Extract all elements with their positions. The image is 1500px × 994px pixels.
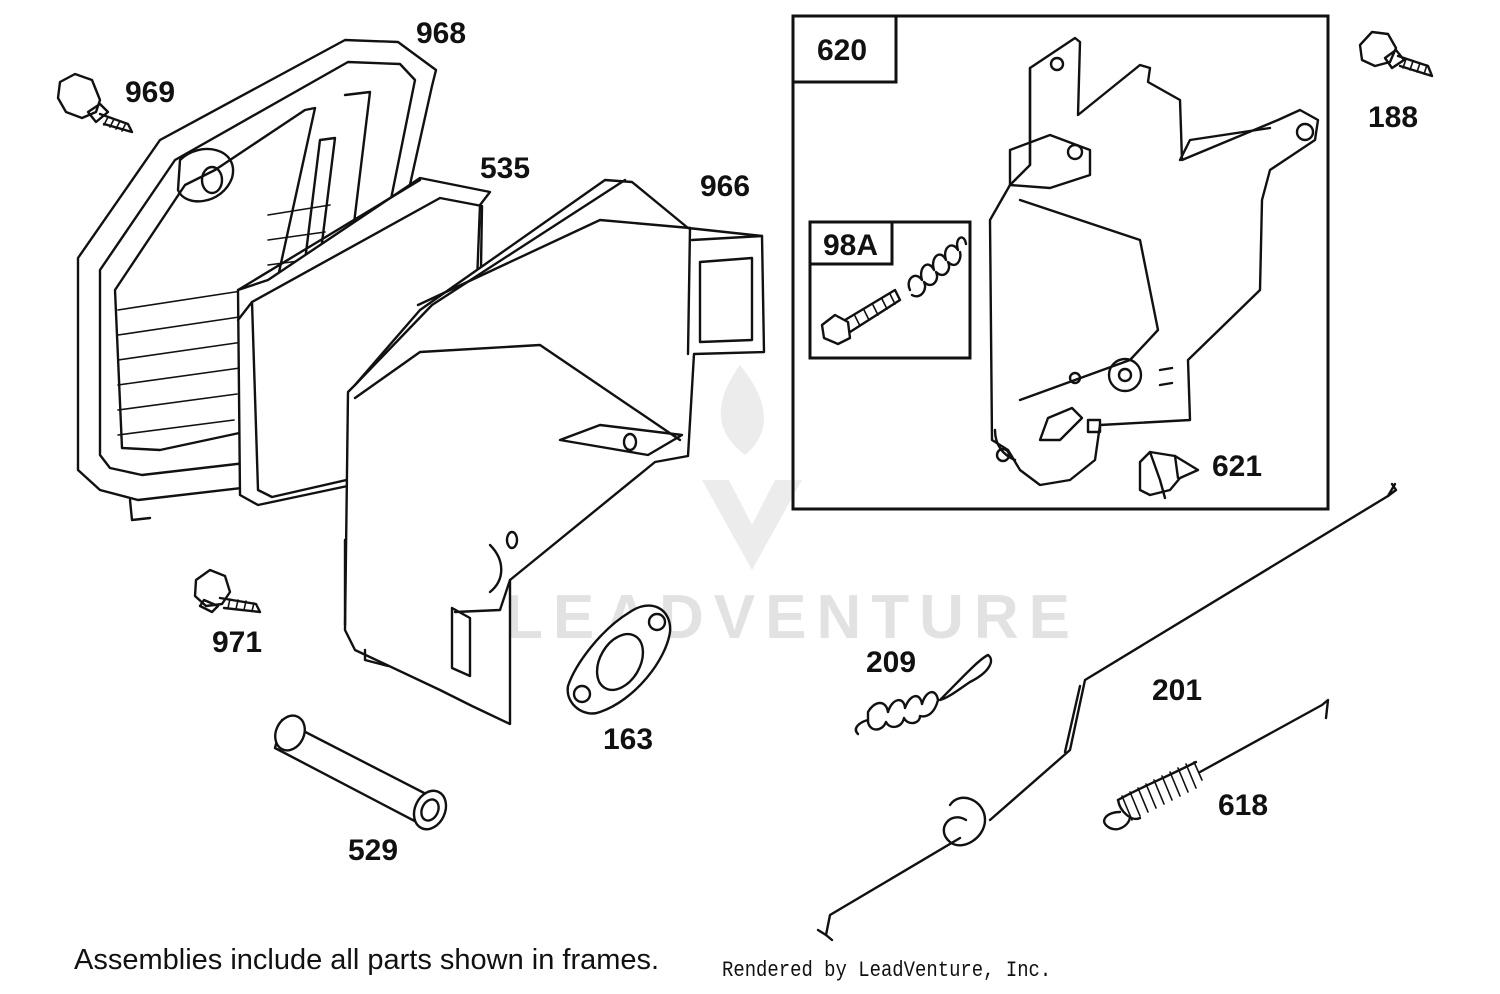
part-label-971: 971	[212, 626, 262, 659]
part-label-163: 163	[603, 723, 653, 756]
part-label-621: 621	[1212, 450, 1262, 483]
bolt-188[interactable]	[1358, 30, 1434, 78]
air-cleaner-cover-966[interactable]	[343, 178, 766, 726]
part-label-209: 209	[866, 646, 916, 679]
clip-621[interactable]	[1138, 450, 1200, 500]
part-label-968: 968	[416, 17, 466, 50]
watermark-text: LEADVENTURE	[505, 583, 1080, 652]
frame-620	[791, 14, 1330, 511]
part-label-188: 188	[1368, 101, 1418, 134]
part-label-969: 969	[125, 76, 175, 109]
control-bracket-620[interactable]	[988, 36, 1320, 487]
part-label-966: 966	[700, 170, 750, 203]
tube-529[interactable]	[270, 711, 452, 835]
extension-spring-618[interactable]	[1103, 698, 1330, 831]
part-label-529: 529	[348, 834, 398, 867]
governor-rod-201[interactable]	[816, 482, 1398, 942]
part-label-201: 201	[1152, 674, 1202, 707]
render-credit: Rendered by LeadVenture, Inc.	[722, 958, 1052, 983]
frame-label-620: 620	[817, 34, 867, 67]
screw-and-spring-98a[interactable]	[820, 236, 968, 346]
part-label-618: 618	[1218, 789, 1268, 822]
screw-971[interactable]	[193, 568, 262, 614]
gasket-163[interactable]	[566, 604, 672, 715]
frame-98a	[808, 220, 972, 360]
part-label-535: 535	[480, 152, 530, 185]
spring-209[interactable]	[854, 653, 993, 736]
screw-969[interactable]	[56, 72, 134, 134]
frame-label-98a: 98A	[823, 229, 878, 262]
assemblies-note: Assemblies include all parts shown in fr…	[74, 944, 660, 976]
